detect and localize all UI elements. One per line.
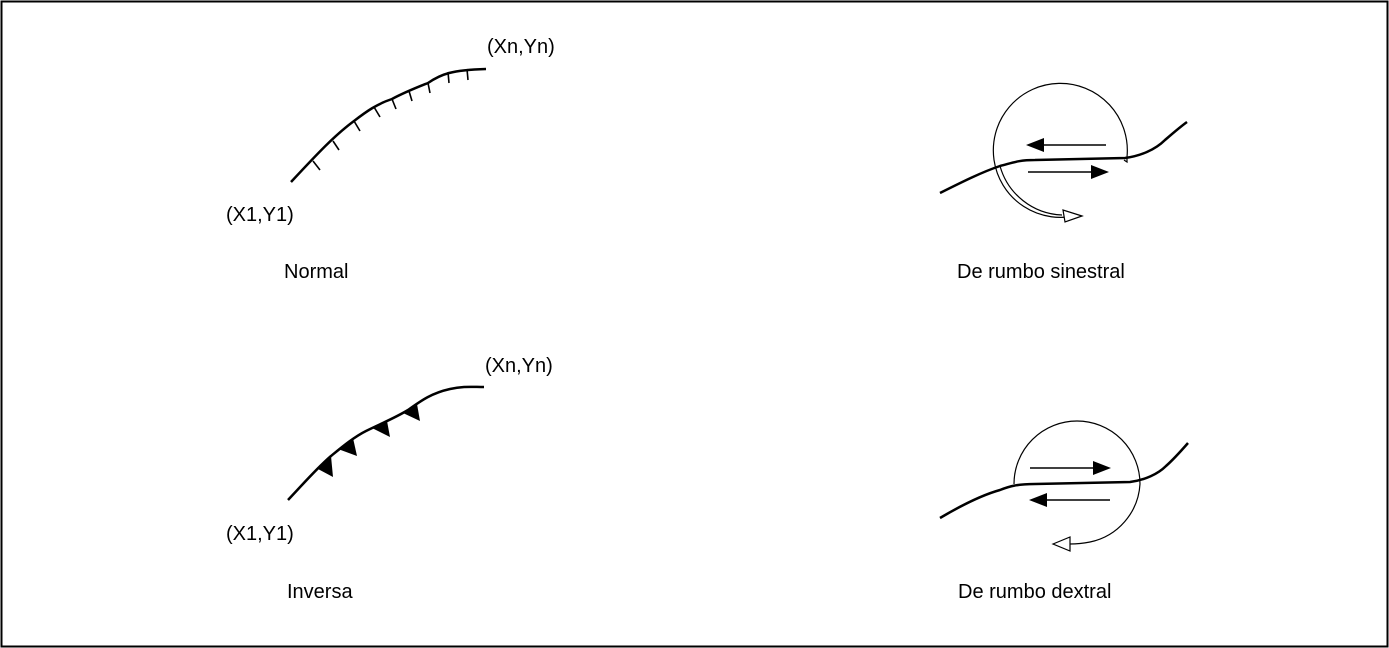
sinistral-fault-line <box>939 120 1188 195</box>
inverse-fault-label: Inversa <box>287 581 353 603</box>
normal-fault-tick <box>447 71 450 84</box>
inverse-fault-tooth <box>372 421 390 437</box>
normal-fault-tick <box>408 90 413 102</box>
dextral-fault-figure: De rumbo dextral <box>939 420 1189 603</box>
sinistral-lower-arrowhead <box>1091 165 1109 179</box>
dextral-rotation-arc <box>1069 483 1141 545</box>
sinistral-rotation-arc <box>999 165 1063 216</box>
inverse-fault-line <box>287 385 485 501</box>
sinistral-fault-label: De rumbo sinestral <box>957 261 1125 283</box>
normal-fault-tick <box>332 140 340 151</box>
inverse-fault-tooth <box>318 456 333 477</box>
dextral-lower-arrowhead <box>1029 493 1047 507</box>
normal-fault-tick <box>427 82 431 94</box>
inverse-fault-figure: (Xn,Yn) (X1,Y1) Inversa <box>226 355 553 603</box>
normal-fault-tick <box>391 98 397 110</box>
sinistral-rotation-circle <box>992 82 1128 218</box>
sinistral-upper-arrowhead <box>1026 138 1044 152</box>
inverse-end-point-label: (Xn,Yn) <box>485 355 553 377</box>
normal-fault-label: Normal <box>284 261 348 283</box>
normal-end-point-label: (Xn,Yn) <box>487 36 555 58</box>
dextral-rotation-circle <box>1013 420 1141 485</box>
inverse-start-point-label: (X1,Y1) <box>226 523 294 545</box>
normal-fault-tick <box>353 120 361 132</box>
inverse-fault-teeth <box>318 404 420 477</box>
inverse-fault-tooth <box>338 438 357 456</box>
normal-fault-line <box>290 67 487 183</box>
inverse-fault-tooth <box>403 404 420 421</box>
normal-fault-ticks <box>312 68 469 171</box>
dextral-fault-label: De rumbo dextral <box>958 581 1111 603</box>
normal-fault-tick <box>312 160 321 171</box>
normal-fault-tick <box>466 68 469 81</box>
sinistral-rotation-arrowhead <box>1062 209 1084 223</box>
normal-fault-tick <box>373 106 381 118</box>
normal-fault-figure: (Xn,Yn) (X1,Y1) Normal <box>226 36 555 283</box>
sinistral-fault-figure: De rumbo sinestral <box>939 82 1188 283</box>
dextral-upper-arrowhead <box>1093 461 1111 475</box>
dextral-fault-line <box>939 442 1189 520</box>
dextral-rotation-arrowhead <box>1051 536 1071 552</box>
normal-start-point-label: (X1,Y1) <box>226 204 294 226</box>
